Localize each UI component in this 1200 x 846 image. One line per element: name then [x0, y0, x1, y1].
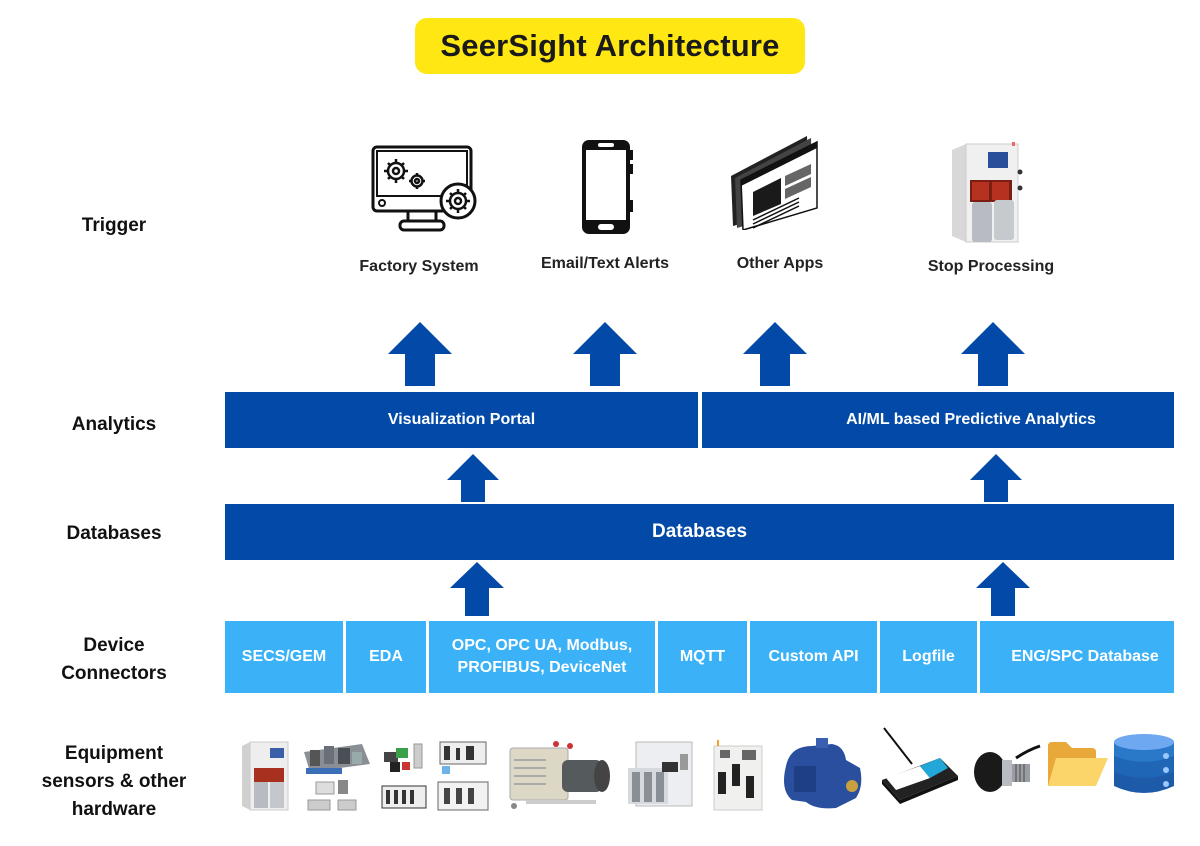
controller-modules-icon	[380, 740, 430, 817]
layer-label-line: sensors & other	[41, 771, 187, 792]
processing-machine-icon	[948, 142, 1028, 249]
layer-label-databases: Databases	[66, 523, 162, 544]
plc-modules-icon	[302, 738, 372, 817]
layer-label-line: Connectors	[61, 663, 167, 684]
arrow-up-icon	[573, 322, 637, 386]
analytics-visualization-portal: Visualization Portal	[225, 392, 698, 448]
trigger-label-factory-system: Factory System	[359, 258, 479, 275]
database-icon	[1112, 732, 1176, 801]
arrow-up-icon	[447, 454, 499, 502]
databases-label: Databases	[651, 521, 748, 542]
layer-label-line: Equipment	[64, 743, 164, 764]
connector-label: ENG/SPC Database	[1011, 648, 1159, 665]
connector-secs-gem: SECS/GEM	[225, 621, 343, 693]
diagram-title: SeerSight Architecture	[415, 18, 805, 74]
connector-label-line: PROFIBUS, DeviceNet	[457, 659, 627, 676]
trigger-label-email-text-alerts: Email/Text Alerts	[540, 255, 670, 272]
folder-icon	[1046, 740, 1110, 795]
vacuum-pump-icon	[506, 740, 614, 815]
plc-rack-icon	[436, 738, 492, 817]
layer-label-line: Device	[83, 635, 145, 656]
analytics-aiml-predictive: AI/ML based Predictive Analytics	[702, 392, 1174, 448]
smartphone-icon	[578, 138, 638, 243]
connector-label: SECS/GEM	[241, 648, 327, 665]
arrow-up-icon	[976, 562, 1030, 616]
connector-label: EDA	[369, 648, 403, 665]
app-windows-icon	[729, 134, 821, 235]
wafer-station-icon	[626, 740, 696, 815]
connector-label: Custom API	[768, 648, 859, 665]
analytics-label: AI/ML based Predictive Analytics	[846, 411, 1096, 428]
layer-label-equipment: Equipment sensors & other hardware	[14, 740, 214, 824]
arrow-up-icon	[743, 322, 807, 386]
connector-label-line: OPC, OPC UA, Modbus,	[451, 637, 633, 654]
layer-label-trigger: Trigger	[81, 215, 147, 236]
connector-eda: EDA	[346, 621, 426, 693]
arrow-up-icon	[961, 322, 1025, 386]
monitor-gears-icon	[368, 142, 480, 239]
connector-eng-spc-database: ENG/SPC Database	[980, 621, 1174, 693]
arrow-up-icon	[970, 454, 1022, 502]
wireless-sensor-icon	[876, 726, 962, 811]
test-chamber-icon	[710, 738, 766, 817]
connector-label: Logfile	[902, 648, 955, 665]
semiconductor-tool-icon	[240, 740, 292, 817]
connector-label: MQTT	[679, 648, 726, 665]
layer-label-analytics: Analytics	[71, 414, 157, 435]
connector-opc-modbus-profibus: OPC, OPC UA, Modbus, PROFIBUS, DeviceNet	[429, 621, 655, 693]
arrow-up-icon	[450, 562, 504, 616]
layer-label-line: hardware	[71, 799, 157, 820]
connector-logfile: Logfile	[880, 621, 977, 693]
databases-bar: Databases	[225, 504, 1174, 560]
arrow-up-icon	[388, 322, 452, 386]
analytics-label: Visualization Portal	[387, 411, 536, 428]
trigger-label-stop-processing: Stop Processing	[927, 258, 1055, 275]
connector-custom-api: Custom API	[750, 621, 877, 693]
pressure-sensor-icon	[972, 744, 1044, 805]
blue-pump-icon	[776, 736, 866, 817]
connector-mqtt: MQTT	[658, 621, 747, 693]
trigger-label-other-apps: Other Apps	[736, 255, 824, 272]
layer-label-device-connectors: Device Connectors	[14, 632, 214, 688]
